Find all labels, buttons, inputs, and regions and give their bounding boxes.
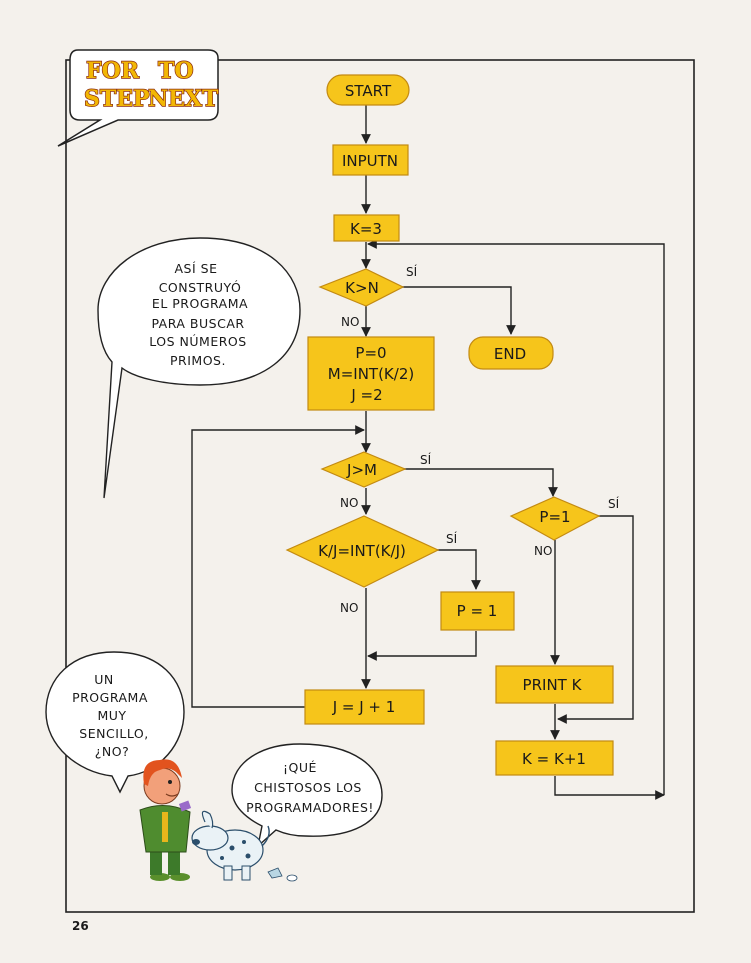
svg-text:P = 1: P = 1 — [457, 602, 498, 620]
svg-text:END: END — [494, 345, 526, 363]
boy-line-2: PROGRAMA — [72, 690, 148, 705]
node-j-gt-m: J>M — [320, 451, 407, 488]
node-k-gt-n: K>N — [318, 268, 405, 307]
boy-illustration — [139, 759, 192, 881]
speech-bubble-boy: UN PROGRAMA MUY SENCILLO, ¿NO? — [45, 651, 185, 794]
label-ptest-no: NO — [534, 544, 552, 558]
svg-text:K=3: K=3 — [350, 220, 382, 238]
speech-bubble-narrator: ASÍ SE CONSTRUYÓ EL PROGRAMA PARA BUSCAR… — [97, 237, 301, 499]
svg-text:J =2: J =2 — [350, 386, 382, 404]
edge-div-yes — [437, 549, 481, 590]
svg-text:PRINT K: PRINT K — [523, 676, 583, 694]
page-frame — [65, 59, 695, 913]
edge-outer-loop — [367, 239, 665, 795]
edges — [191, 104, 665, 800]
edge-kinc-exit — [554, 776, 665, 800]
edge-p-test-yes — [557, 515, 634, 724]
narrator-line-4: PARA BUSCAR — [151, 316, 244, 331]
label-ptest-yes: SÍ — [608, 496, 620, 511]
edge-jm-yes — [404, 468, 558, 497]
title-to: TO — [158, 58, 194, 84]
node-divisible: K/J=INT(K/J) — [285, 515, 440, 588]
node-j-inc: J = J + 1 — [304, 689, 425, 725]
svg-text:J = J + 1: J = J + 1 — [332, 698, 396, 716]
boy-line-1: UN — [94, 672, 114, 687]
narrator-line-3: EL PROGRAMA — [152, 296, 248, 311]
svg-text:START: START — [345, 82, 392, 100]
page-number: 26 — [72, 919, 89, 933]
node-k3: K=3 — [333, 214, 400, 242]
node-init: P=0 M=INT(K/2) J =2 — [307, 336, 435, 411]
boy-line-4: SENCILLO, — [79, 726, 148, 741]
label-jm-no: NO — [340, 496, 358, 510]
narrator-line-2: CONSTRUYÓ — [159, 280, 242, 295]
label-jm-yes: SÍ — [420, 452, 432, 467]
boy-line-3: MUY — [97, 708, 126, 723]
label-knn-no: NO — [341, 315, 359, 329]
boy-line-5: ¿NO? — [95, 744, 129, 759]
edge-p1-merge — [367, 631, 477, 661]
title-next: NEXT — [148, 86, 219, 112]
narrator-line-6: PRIMOS. — [170, 353, 226, 368]
dog-line-2: CHISTOSOS LOS — [254, 780, 362, 795]
dog-illustration — [191, 810, 298, 882]
dog-line-1: ¡QUÉ — [283, 760, 317, 775]
title-step: STEP — [84, 86, 150, 112]
svg-text:K/J=INT(K/J): K/J=INT(K/J) — [318, 542, 406, 560]
node-print-k: PRINT K — [495, 665, 614, 704]
svg-text:M=INT(K/2): M=INT(K/2) — [328, 365, 414, 383]
svg-text:K>N: K>N — [345, 279, 379, 297]
svg-text:K = K+1: K = K+1 — [522, 750, 586, 768]
node-k-inc: K = K+1 — [495, 740, 614, 776]
narrator-line-5: LOS NÚMEROS — [149, 334, 246, 349]
title-bubble: FOR TO STEP NEXT — [57, 49, 220, 147]
svg-text:INPUTN: INPUTN — [342, 152, 398, 170]
node-end: END — [468, 336, 554, 370]
nodes: START INPUTN K=3 K>N END P=0 M=INT(K/2) … — [285, 74, 614, 776]
label-knn-yes: SÍ — [406, 264, 418, 279]
speech-bubble-dog: ¡QUÉ CHISTOSOS LOS PROGRAMADORES! — [231, 743, 383, 848]
svg-text:P=1: P=1 — [539, 508, 570, 526]
node-input: INPUTN — [332, 144, 409, 176]
dog-line-3: PROGRAMADORES! — [246, 800, 374, 815]
node-p-test: P=1 — [509, 496, 601, 541]
edge-labels: SÍ NO SÍ NO SÍ NO SÍ NO — [340, 264, 620, 615]
edge-knn-yes — [402, 286, 516, 335]
edge-jinc-loop — [191, 425, 365, 708]
narrator-line-1: ASÍ SE — [175, 261, 218, 276]
label-div-no: NO — [340, 601, 358, 615]
label-div-yes: SÍ — [446, 531, 458, 546]
svg-text:P=0: P=0 — [355, 344, 386, 362]
svg-text:J>M: J>M — [346, 461, 377, 479]
node-p-set: P = 1 — [440, 591, 515, 631]
title-for: FOR — [86, 58, 140, 84]
node-start: START — [326, 74, 410, 106]
